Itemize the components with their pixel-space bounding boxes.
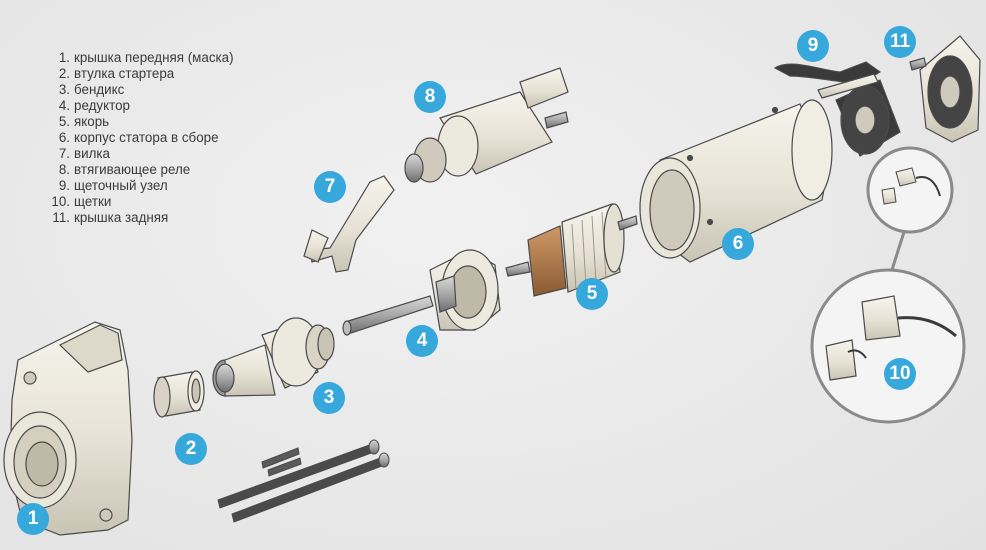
callout-1: 1 [17,503,49,535]
callout-4: 4 [406,325,438,357]
legend-item-label: втулка стартера [74,66,175,81]
legend-item: 5.якорь [58,114,110,129]
callout-11: 11 [884,26,916,58]
brush-small-detail [881,167,941,205]
legend-item-label: бендикс [74,82,125,97]
through-bolts [217,439,390,523]
bendix-part [212,317,335,397]
callout-7: 7 [314,171,346,203]
legend-item-label: крышка передняя (маска) [74,50,234,65]
legend-item-label: якорь [74,114,110,129]
brush-holder-part [773,61,901,157]
legend-item: 11.крышка задняя [52,210,169,225]
legend-item: 3.бендикс [58,82,125,97]
callout-9: 9 [797,30,829,62]
legend-item-label: вилка [74,146,111,161]
legend-item: 2.втулка стартера [58,66,175,81]
solenoid-relay-part [404,67,569,183]
starter-bushing-part [153,370,205,418]
callout-3: 3 [313,382,345,414]
legend-item-label: втягивающее реле [74,162,191,177]
legend-item-label: щетки [74,194,112,209]
fork-part [303,175,395,273]
armature-part [505,203,638,297]
callout-2: 2 [175,433,207,465]
legend-item-label: щеточный узел [74,178,168,193]
zoom-connector [810,146,966,424]
legend-item: 4.редуктор [58,98,130,113]
legend-item: 8.втягивающее реле [58,162,191,177]
legend-item-label: корпус статора в сборе [74,130,219,145]
brushes-part [825,295,957,381]
legend-item: 10.щетки [51,194,112,209]
stator-housing-part [639,99,833,263]
callout-10: 10 [884,358,916,390]
parts-legend: 1.крышка передняя (маска) 2.втулка старт… [40,50,234,226]
legend-item-label: редуктор [74,98,130,113]
legend-item: 1.крышка передняя (маска) [58,50,234,65]
reducer-part [342,249,501,336]
front-cover-part [3,321,133,536]
callout-8: 8 [414,81,446,113]
callout-5: 5 [576,278,608,310]
legend-item: 6.корпус статора в сборе [58,130,219,145]
legend-item: 9.щеточный узел [58,178,168,193]
callout-6: 6 [722,228,754,260]
rear-cover-part [909,35,981,143]
legend-item: 7.вилка [58,146,111,161]
legend-item-label: крышка задняя [74,210,169,225]
